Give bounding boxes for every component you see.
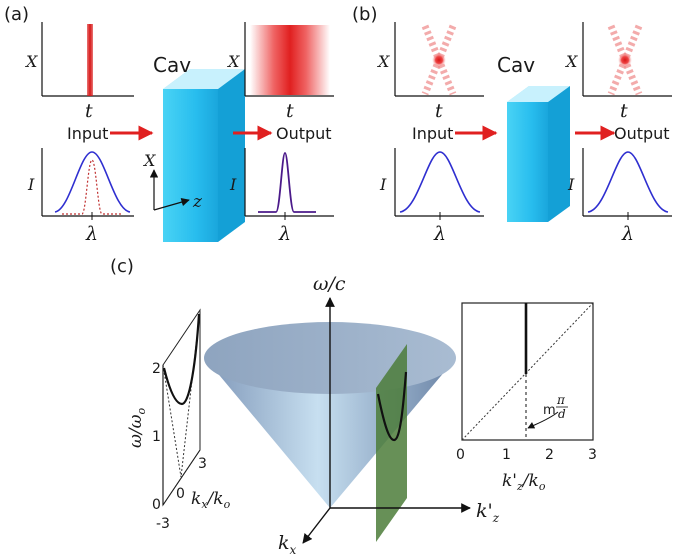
c-d-label: d	[558, 407, 566, 421]
c-m-label: m	[543, 403, 556, 418]
b-axis-i-1: I	[379, 175, 387, 194]
c-plane-curve	[376, 371, 408, 442]
c-left-projection: 0 1 2 -3 0 3 ω/ωo kx/ko	[126, 308, 231, 532]
a-axis-t-2: t	[286, 100, 294, 122]
a-input-spectrum: I λ	[27, 148, 134, 245]
panel-a: (a) X t Cav Input Output X t	[4, 4, 334, 245]
b-output-label: Output	[614, 124, 670, 143]
a-input-xt-plot: X t	[24, 22, 134, 122]
c-left-tick-y0: 0	[152, 497, 161, 513]
a-output-label: Output	[276, 124, 332, 143]
b-input-spectrum: I λ	[379, 148, 484, 245]
c-axes-3d: ω/c k'z kx	[278, 273, 500, 557]
b-axis-t-2: t	[620, 100, 628, 122]
a-output-band	[250, 25, 330, 95]
panel-c-label: (c)	[110, 256, 134, 277]
a-input-label: Input	[67, 124, 108, 143]
c-left-tick-x0: 0	[176, 486, 185, 502]
b-cavity: Cav	[497, 53, 570, 222]
b-axis-x-1: X	[376, 52, 390, 71]
a-coord-axes: X z	[142, 151, 203, 212]
b-axis-lambda-1: λ	[433, 223, 446, 245]
a-axis-lambda-2: λ	[278, 223, 291, 245]
b-output-xt-plot: X t	[564, 22, 672, 122]
panel-a-label: (a)	[4, 4, 29, 25]
c-right-xlabel: k'z/ko	[502, 471, 546, 493]
c-left-xlabel: kx/ko	[191, 489, 231, 511]
a-axis-i-2: I	[229, 175, 237, 194]
a-filter-dotted	[62, 159, 122, 215]
c-right-tick-1: 1	[502, 447, 511, 463]
a-axis-i-1: I	[27, 175, 35, 194]
a-cav-label: Cav	[153, 53, 191, 77]
b-input-xt-plot: X t	[376, 22, 484, 122]
c-left-tick-y1: 1	[152, 429, 161, 445]
c-plane	[376, 344, 407, 542]
b-output-gaussian	[587, 151, 669, 213]
c-omega-c-label: ω/c	[313, 273, 346, 295]
c-left-curve	[162, 313, 201, 406]
c-kx-axis-label: kx	[278, 532, 297, 557]
a-output-peak	[258, 152, 316, 213]
b-axis-t-1: t	[435, 100, 443, 122]
c-right-tick-0: 0	[456, 447, 465, 463]
a-output-xt-plot: X t	[226, 22, 334, 122]
a-coord-x: X	[142, 151, 156, 170]
panel-b-label: (b)	[352, 4, 377, 25]
b-axis-x-2: X	[564, 52, 578, 71]
c-left-tick-x-neg3: -3	[156, 516, 170, 532]
c-right-projection: m π d 0 1 2 3 k'z/ko	[456, 302, 597, 493]
a-axis-lambda-1: λ	[85, 223, 98, 245]
a-cavity: Cav	[153, 53, 245, 242]
a-axis-x-2: X	[226, 52, 240, 71]
panel-b: (b) X t Cav Input Output	[352, 4, 672, 245]
c-pi-label: π	[556, 393, 566, 407]
b-cav-label: Cav	[497, 53, 535, 77]
a-axis-x-1: X	[24, 52, 38, 71]
b-input-label: Input	[412, 124, 453, 143]
a-input-pulse	[87, 24, 93, 96]
panel-c: (c) 0 1 2 -3 0 3 ω/ωo kx/ko	[110, 256, 597, 557]
c-left-tick-x3: 3	[198, 456, 207, 472]
c-left-ylabel: ω/ωo	[126, 408, 148, 448]
c-right-tick-3: 3	[588, 447, 597, 463]
c-right-tick-2: 2	[545, 447, 554, 463]
b-axis-lambda-2: λ	[621, 223, 634, 245]
c-left-tick-y2: 2	[152, 361, 161, 377]
a-output-spectrum: I λ	[229, 148, 334, 245]
b-output-spectrum: I λ	[567, 148, 672, 245]
b-axis-i-2: I	[567, 175, 575, 194]
a-coord-z: z	[192, 192, 203, 212]
b-input-gaussian	[399, 151, 481, 213]
a-axis-t-1: t	[85, 100, 93, 122]
c-kz-axis-label: k'z	[476, 500, 500, 525]
a-input-gaussian	[54, 151, 131, 213]
